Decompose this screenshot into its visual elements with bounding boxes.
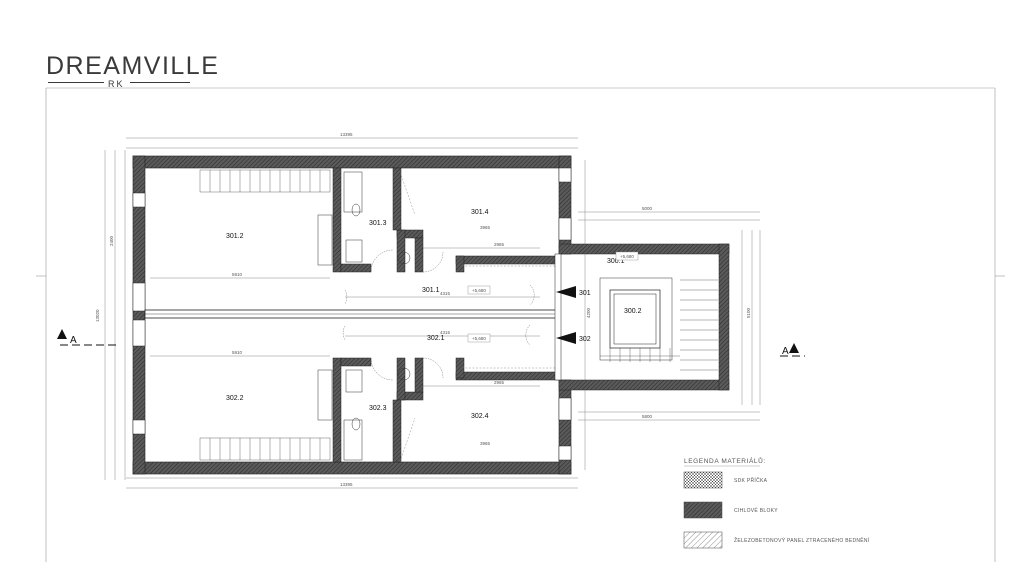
room-302-2-label: 302.2 [226,395,244,402]
dim-5000: 5000 [642,206,653,211]
drawing-frame [36,87,1005,562]
stair-core-steps [600,279,718,371]
dim-2965-lower: 2965 [494,380,505,385]
room-301-3-label: 301.3 [369,220,387,227]
legend-item-sdk: SDK PŘÍČKA [734,476,768,484]
section-label-right: A [782,346,789,357]
party-wall [144,309,560,319]
door-swings [343,249,535,381]
section-label-left: A [70,335,77,346]
stair-upper [199,169,331,193]
logo-wordmark: DREAMVILLE [46,52,220,80]
entrance-301-label: 301 [579,290,591,297]
entrance-arrows [556,286,576,344]
legend-title: LEGENDA MATERIÁLŮ: [684,456,766,465]
dim-5910-upper: 5910 [232,272,243,277]
legend-swatch-concrete [683,531,723,549]
section-line [60,344,805,357]
dim-2965-upper: 2965 [494,242,505,247]
stair-lower [199,437,331,461]
dim-3965-lower: 3965 [480,441,491,446]
section-markers [57,329,799,353]
level-tag-302: +5,680 [472,336,486,341]
interior-walls-lower [332,357,560,463]
dim-5800: 5800 [642,414,653,419]
interior-walls-upper [332,167,560,273]
room-302-3-label: 302.3 [369,405,387,412]
logo-underline-left [48,82,104,83]
stair-core [554,243,730,391]
room-301-2-label: 301.2 [226,233,244,240]
logo-subtitle: RK [108,79,125,89]
level-tag-301: +5,680 [472,288,486,293]
dim-5910-lower: 5910 [232,350,243,355]
logo-underline-right [130,82,190,83]
legend-swatch-brick [683,501,723,519]
legend-item-concrete: ŽELEZOBETONOVÝ PANEL ZTRACENÉHO BEDNĚNÍ [734,536,870,544]
dim-4315-lower: 4315 [440,330,451,335]
dim-4315-upper: 4315 [440,291,451,296]
dimension-lines [104,137,761,489]
bathroom-fixtures [317,171,411,461]
dim-overall-bottom: 13395 [340,482,353,487]
level-tag-300: +5,680 [620,254,634,259]
room-300-1-label: 300.1 [607,258,625,265]
dim-5100: 5100 [746,307,751,318]
room-301-1-label: 301.1 [422,287,440,294]
room-301-4-label: 301.4 [471,209,489,216]
room-302-1-label: 302.1 [427,335,445,342]
dim-2400: 2400 [109,235,114,246]
exterior-walls [132,155,572,475]
legend-swatch-sdk [683,471,723,489]
level-tags [467,251,639,343]
entrance-302-label: 302 [579,336,591,343]
dim-overall-top: 13395 [340,132,353,137]
dim-3965-upper: 3965 [480,225,491,230]
dim-13020: 13020 [95,309,100,322]
dreamville-logo: DREAMVILLE RK [46,36,218,96]
dashed-overhead-lines [399,171,555,463]
dim-4200: 4200 [586,307,591,318]
room-300-2-label: 300.2 [624,308,642,315]
room-302-4-label: 302.4 [471,413,489,420]
legend-item-brick: CIHLOVÉ BLOKY [734,507,778,514]
